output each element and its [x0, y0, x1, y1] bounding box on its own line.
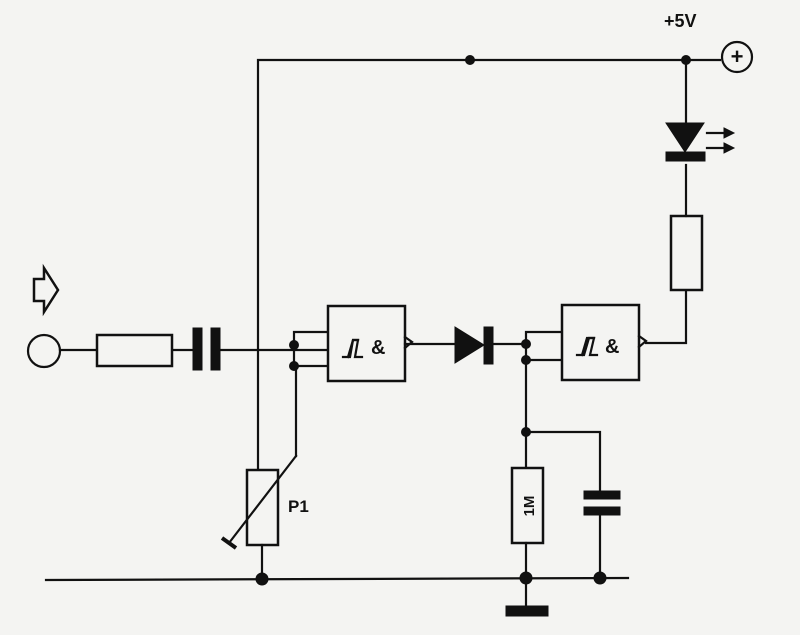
supply-rail [256, 55, 722, 472]
rc-network [521, 427, 621, 580]
supply-voltage-label: +5V [664, 11, 697, 31]
input-capacitor [192, 327, 221, 371]
ground-symbol-icon [505, 605, 549, 617]
light-emission-arrows-icon [705, 127, 736, 154]
timing-capacitor-plate-top [583, 490, 621, 500]
supply-terminal-symbol: + [731, 44, 744, 69]
gate2-inputs [521, 330, 564, 470]
schmitt-nand-gate-1: & [326, 304, 414, 383]
gate2-and-symbol: & [605, 336, 619, 358]
gate1-and-symbol: & [371, 337, 385, 359]
gate2-input-dot-lower [521, 355, 531, 365]
gate2-input-dot [521, 339, 531, 349]
timing-capacitor-plate-bottom [583, 506, 621, 516]
input-resistor [95, 333, 174, 368]
gate2-output-line [644, 288, 688, 345]
trimmer-adjust-line [227, 454, 298, 545]
gate1-input-dot-lower [289, 361, 299, 371]
schmitt-trigger-icon [575, 336, 599, 357]
ground-rail [44, 571, 630, 617]
led-series-resistor [669, 214, 704, 292]
schmitt-nand-gate-2: & [560, 303, 648, 382]
gate1-inputs [289, 330, 330, 371]
signal-diode [454, 326, 494, 365]
led [665, 58, 706, 162]
input-terminal [26, 333, 62, 369]
input-arrow-icon [32, 263, 60, 317]
ground-junction-dot-pot [255, 572, 269, 586]
gate1-input-dot [289, 340, 299, 350]
resistor-value-label: 1M [521, 496, 538, 517]
potentiometer-p1 [220, 364, 298, 582]
potentiometer-label: P1 [288, 497, 309, 516]
ground-junction-dot-capacitor [593, 571, 607, 585]
plus-terminal-icon [720, 40, 754, 74]
timing-resistor-1m [510, 466, 545, 580]
schmitt-trigger-icon [341, 338, 364, 359]
supply-junction-dot [465, 55, 475, 65]
supply-terminal: + [720, 40, 754, 74]
